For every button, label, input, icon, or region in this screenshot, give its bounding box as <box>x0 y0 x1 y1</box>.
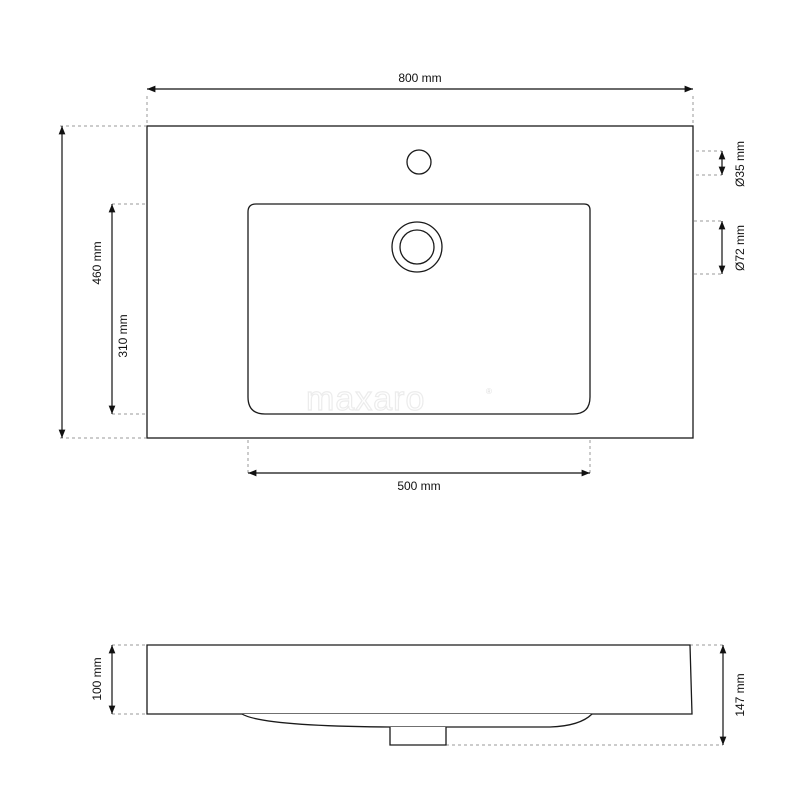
dimension-label-basin-depth: 310 mm <box>116 314 130 357</box>
dimension-label-rim-height: 100 mm <box>90 657 104 700</box>
top-view: maxaro ® 800 mm 460 mm 310 mm 500 mm Ø35… <box>58 71 747 493</box>
side-view: 100 mm 147 mm <box>90 644 747 746</box>
drain-inner-icon <box>399 229 435 265</box>
dimension-label-tap-hole: Ø35 mm <box>733 141 747 187</box>
watermark-logo: maxaro <box>306 380 425 418</box>
tap-hole-icon <box>406 149 432 175</box>
dimension-label-total-height: 147 mm <box>733 673 747 716</box>
basin-bowl <box>247 203 591 415</box>
dimension-label-depth: 460 mm <box>90 241 104 284</box>
side-profile-top <box>146 644 693 715</box>
side-profile-bowl <box>241 713 593 728</box>
dimension-label-width: 800 mm <box>398 71 441 85</box>
dimension-label-drain: Ø72 mm <box>733 225 747 271</box>
watermark-registered-mark: ® <box>486 387 492 396</box>
dimension-label-basin-width: 500 mm <box>397 479 440 493</box>
side-profile-drain <box>389 727 447 746</box>
